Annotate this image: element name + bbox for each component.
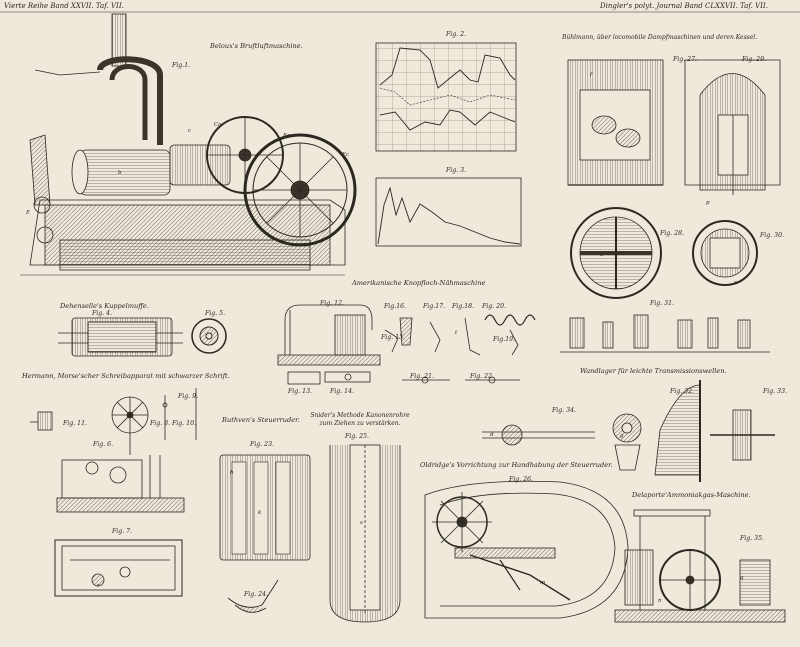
header-left: Vierte Reihe Band XXVII. Taf. VII. xyxy=(4,2,124,10)
fig-label-18: Fig.18. xyxy=(452,303,475,310)
title-delaporte: Delaporte'Ammoniakgas-Maschine. xyxy=(632,491,751,499)
fig-label-17: Fig.17. xyxy=(423,303,446,310)
fig-label-27: Fig. 27. xyxy=(673,56,698,63)
fig-label-9: Fig. 9. xyxy=(178,393,199,400)
fig-label-5: Fig. 5. xyxy=(205,310,226,317)
letter-n: n xyxy=(658,598,662,604)
fig23-rudder-drawing xyxy=(219,454,311,561)
letter-k: k xyxy=(258,510,262,516)
letter-p: p xyxy=(706,200,710,206)
letter-r: r xyxy=(97,583,100,589)
fig-label-31: Fig. 31. xyxy=(650,300,675,307)
fig-label-8: Fig. 8. xyxy=(150,420,171,427)
fig-label-26: Fig. 26. xyxy=(509,476,534,483)
fig-label-16: Fig.16. xyxy=(384,303,407,310)
fig-label-34: Fig. 34. xyxy=(552,407,577,414)
title-oldridge: Oldridge's Vorrichtung zur Handhabung de… xyxy=(420,461,613,469)
fig-label-28: Fig. 28. xyxy=(660,230,685,237)
title-dehenselle: Dehenselle's Kuppelmuffe. xyxy=(60,302,149,310)
fig35-ammonia-engine-drawing xyxy=(614,509,786,623)
letter-ca: Ca xyxy=(214,122,222,128)
fig-label-13: Fig. 13. xyxy=(288,388,313,395)
fig26-steering-gear-drawing xyxy=(424,480,629,619)
fig-label-14: Fig. 14. xyxy=(330,388,355,395)
fig-label-21: Fig. 21. xyxy=(410,373,435,380)
letter-t: t xyxy=(455,330,458,336)
fig-label-20: Fig. 20. xyxy=(482,303,507,310)
letter-g: g xyxy=(620,433,624,439)
fig-label-35: Fig. 35. xyxy=(740,535,765,542)
letter-s: s xyxy=(360,520,363,526)
title-buhlmann: Bühlmann, über locomobile Dampfmaschinen… xyxy=(562,34,758,41)
fig-label-22: Fig. 22. xyxy=(470,373,495,380)
letter-d: d xyxy=(490,432,494,438)
fig25-gun-barrel-drawing xyxy=(329,444,401,623)
title-wandlager: Wandlager für leichte Transmissionswelle… xyxy=(580,367,727,375)
fig-label-29: Fig. 29. xyxy=(742,56,767,63)
fig4-coupling-drawing xyxy=(58,317,183,357)
title-beloux: Beloux's Bruftluftmaschine. xyxy=(210,42,303,50)
fig-label-30: Fig. 30. xyxy=(760,232,785,239)
letter-m: m xyxy=(540,580,546,586)
letter-b: b xyxy=(118,170,122,176)
letter-e: E xyxy=(26,210,31,216)
title-snider: Snider's Methode Kanonenrohre zum Ziehen… xyxy=(310,412,410,427)
fig-label-3: Fig. 3. xyxy=(446,167,467,174)
fig3-curve-diagram xyxy=(375,177,522,247)
fig-label-11: Fig. 11. xyxy=(63,420,88,427)
title-hermann: Hermann, Morse'scher Schreibapparat mit … xyxy=(22,372,230,380)
fig-label-4: Fig. 4. xyxy=(92,310,113,317)
fig-label-12: Fig. 12. xyxy=(320,300,345,307)
fig32-34-wall-bearing-drawings xyxy=(482,380,775,482)
title-knopfloch: Amerikanische Knopfloch-Nähmaschine xyxy=(352,279,486,287)
fig1-engine-drawing xyxy=(20,13,357,276)
fig-label-2: Fig. 2. xyxy=(446,31,467,38)
fig-label-24: Fig. 24. xyxy=(244,591,269,598)
fig5-coupling-section xyxy=(191,318,227,354)
header-right: Dingler's polyt. Journal Band CLXXVII. T… xyxy=(600,2,768,10)
fig-label-15: Fig. 15. xyxy=(381,334,406,341)
title-ruthven: Ruthven's Steuerruder. xyxy=(222,416,300,424)
fig-label-25: Fig. 25. xyxy=(345,433,370,440)
fig-label-33: Fig. 33. xyxy=(763,388,788,395)
fig24-rudder-part xyxy=(227,579,279,613)
letter-q: q xyxy=(740,575,744,581)
fig-label-6: Fig. 6. xyxy=(93,441,114,448)
fig12-22-buttonhole-machine-drawings xyxy=(277,304,536,385)
fig-label-10: Fig. 10. xyxy=(172,420,197,427)
letter-h: h xyxy=(230,470,234,476)
letter-ec: Ec xyxy=(342,152,350,158)
fig6-11-telegraph-drawings xyxy=(30,388,197,597)
letter-f: f xyxy=(590,72,593,78)
fig-label-19: Fig.19. xyxy=(493,336,516,343)
fig2-indicator-diagram xyxy=(375,42,517,152)
fig-label-1: Fig.1. xyxy=(172,62,191,69)
fig-label-32: Fig. 32. xyxy=(670,388,695,395)
letter-ea: Ea xyxy=(283,133,291,139)
letter-c: c xyxy=(188,128,192,134)
letter-x: x xyxy=(734,280,738,286)
fig27-31-boiler-drawings xyxy=(560,59,781,353)
fig-label-23: Fig. 23. xyxy=(250,441,275,448)
letter-a: a xyxy=(600,252,604,258)
fig-label-7: Fig. 7. xyxy=(112,528,133,535)
